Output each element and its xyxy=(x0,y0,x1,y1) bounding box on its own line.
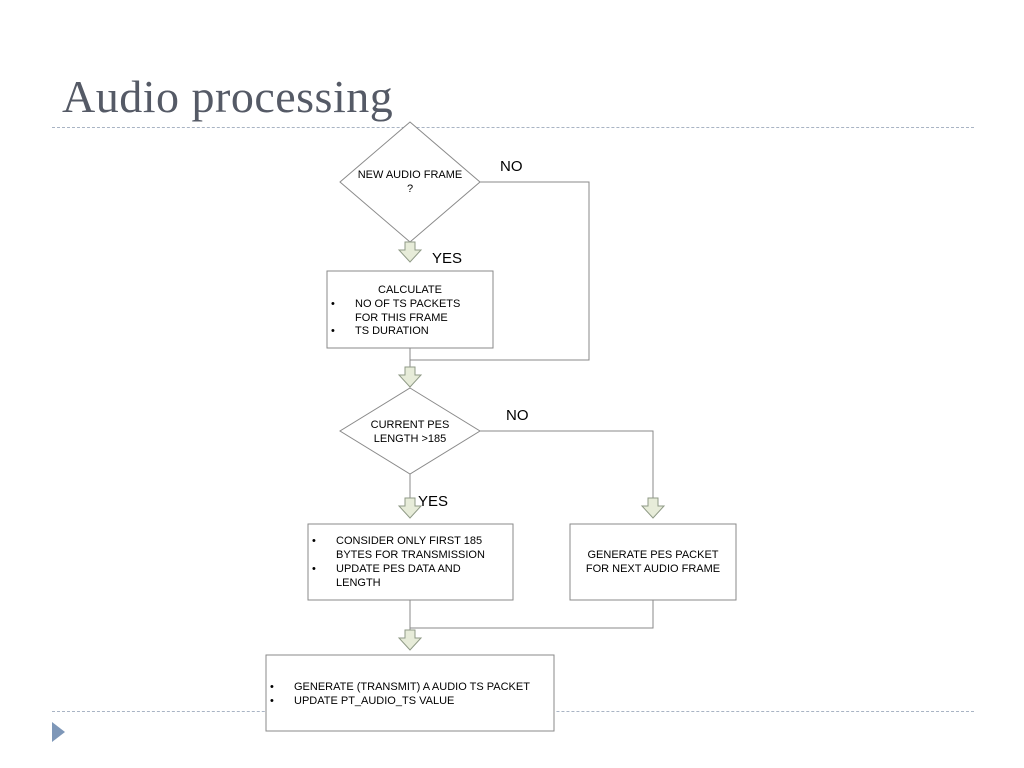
calc-bullet1-line1: NO OF TS PACKETS xyxy=(355,298,460,310)
decision1-text-line2: ? xyxy=(407,183,413,195)
connector-lines xyxy=(409,181,654,630)
decision2-text-line1: CURRENT PES xyxy=(371,419,450,431)
consider-bullet2-line1: UPDATE PES DATA AND xyxy=(336,563,461,575)
title-divider xyxy=(52,127,974,128)
down-arrow-icon xyxy=(398,366,422,388)
generate-pes-packet-box xyxy=(569,523,737,601)
down-arrow-icon xyxy=(398,241,422,263)
decision1-text-line1: NEW AUDIO FRAME xyxy=(358,169,463,181)
consider-bullet-marker-2: • xyxy=(312,563,316,575)
calc-bullet-marker-2: • xyxy=(331,325,335,337)
no-path-1 xyxy=(410,181,590,361)
consider-first-185-box xyxy=(307,523,514,601)
decision2-yes-label: YES xyxy=(418,493,448,510)
decision2-text-line2: LENGTH >185 xyxy=(374,433,446,445)
consider-bullet2-line2: LENGTH xyxy=(336,577,381,589)
down-arrow-icon xyxy=(641,497,665,519)
transmit-bullet-marker-1: • xyxy=(270,681,274,693)
calc-heading: CALCULATE xyxy=(378,284,442,296)
slide-bullet-icon xyxy=(52,722,65,742)
decision2-no-label: NO xyxy=(506,407,529,424)
calc-bullet2: TS DURATION xyxy=(355,325,429,337)
transmit-bullet-marker-2: • xyxy=(270,695,274,707)
calc-bullet-marker-1: • xyxy=(331,298,335,310)
consider-bullet1-line1: CONSIDER ONLY FIRST 185 xyxy=(336,535,482,547)
generate-pes-line2: FOR NEXT AUDIO FRAME xyxy=(586,563,720,575)
calc-bullet1-line2: FOR THIS FRAME xyxy=(355,312,448,324)
calculate-box xyxy=(326,270,494,349)
pes-length-decision xyxy=(339,387,481,475)
generate-pes-to-merge-line xyxy=(410,600,654,629)
consider-bullet1-line2: BYTES FOR TRANSMISSION xyxy=(336,549,485,561)
transmit-bullet1: GENERATE (TRANSMIT) A AUDIO TS PACKET xyxy=(294,681,530,693)
decision1-no-label: NO xyxy=(500,158,523,175)
generate-pes-line1: GENERATE PES PACKET xyxy=(587,549,718,561)
transmit-bullet2: UPDATE PT_AUDIO_TS VALUE xyxy=(294,695,454,707)
decision1-yes-label: YES xyxy=(432,250,462,267)
down-arrow-icon xyxy=(398,629,422,651)
consider-bullet-marker-1: • xyxy=(312,535,316,547)
transmit-ts-packet-box xyxy=(265,654,555,732)
new-audio-frame-decision xyxy=(339,121,481,243)
slide-title: Audio processing xyxy=(62,71,394,122)
no-path-2 xyxy=(480,430,654,498)
